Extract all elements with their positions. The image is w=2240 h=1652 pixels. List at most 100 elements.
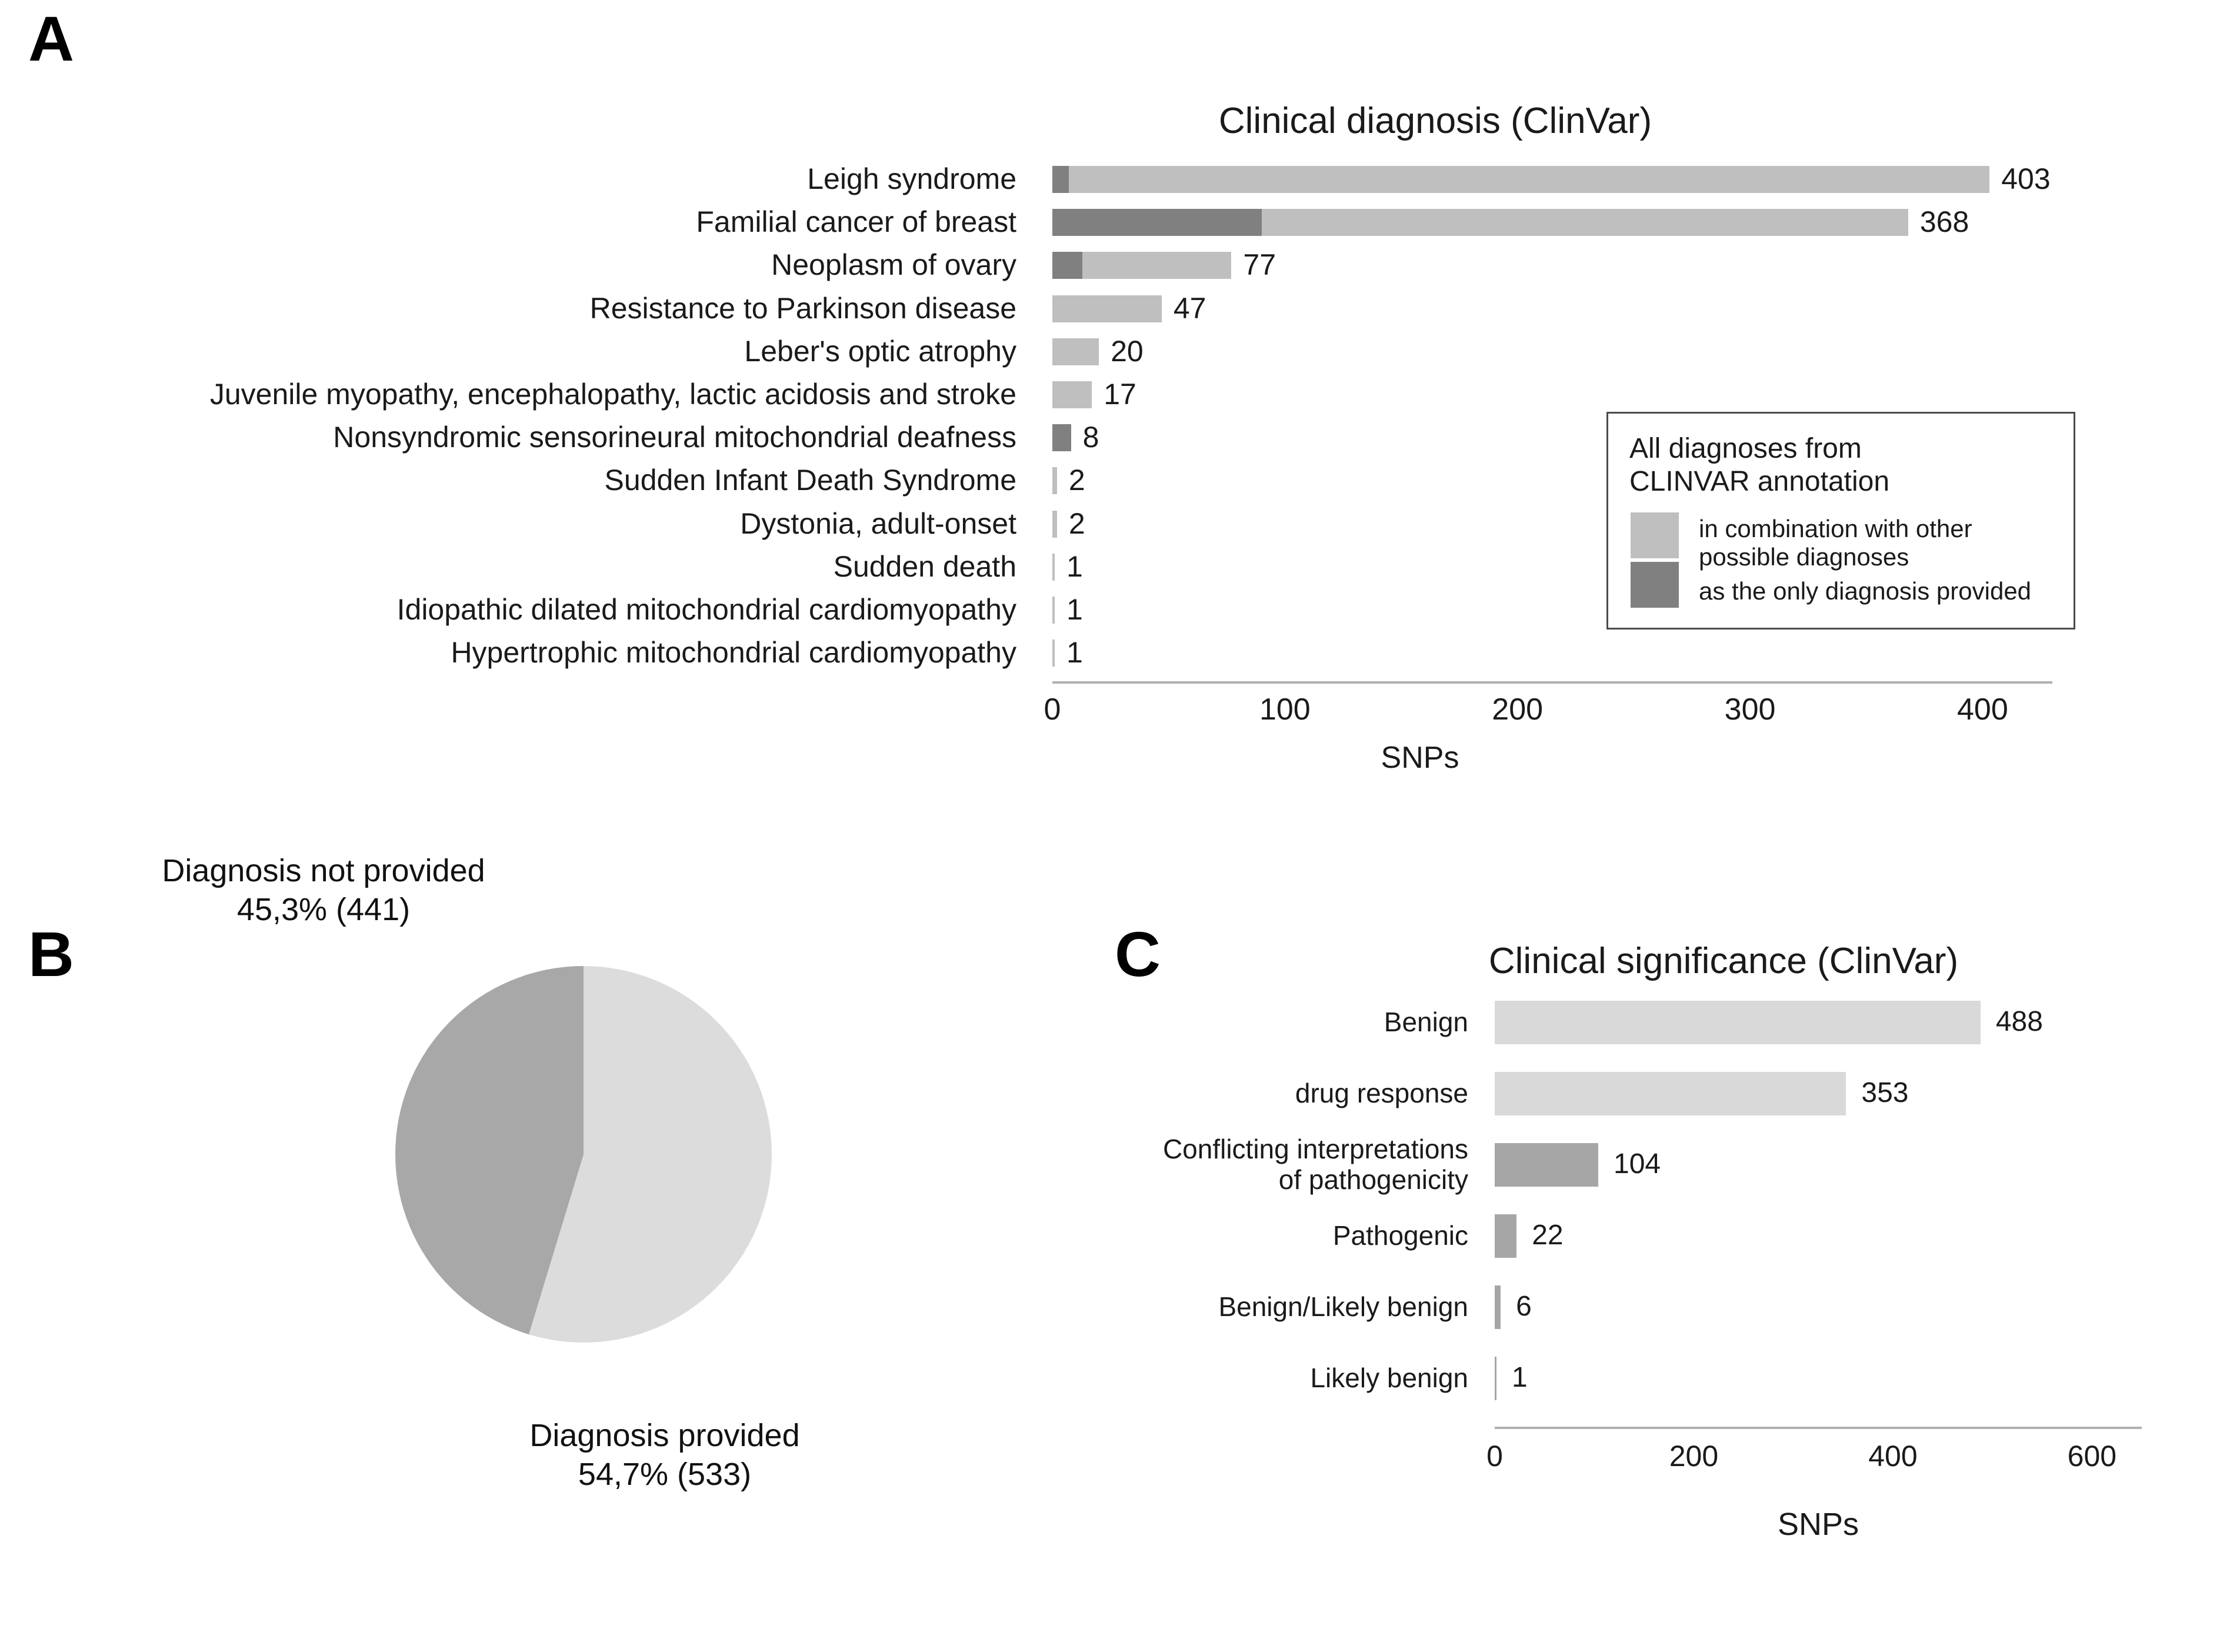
panel-a-bar-segment-combination xyxy=(1052,510,1057,538)
legend-label-only-diagnosis: as the only diagnosis provided xyxy=(1699,577,2032,605)
panel-a-bar xyxy=(1052,553,1055,581)
panel-a-bar-segment-only-diagnosis xyxy=(1052,424,1071,452)
panel-a-bar-value: 2 xyxy=(1068,464,1085,497)
panel-c-x-axis-line xyxy=(1495,1427,2142,1429)
panel-c-bar-value: 353 xyxy=(1861,1077,1909,1108)
pie-chart xyxy=(395,966,772,1343)
panel-c-x-axis-title: SNPs xyxy=(1777,1507,1859,1542)
panel-a-title: Clinical diagnosis (ClinVar) xyxy=(1218,101,1652,141)
panel-a-x-tick: 100 xyxy=(1259,692,1311,727)
panel-b: B Diagnosis not provided 45,3% (441) Dia… xyxy=(0,818,1118,1652)
panel-a-bar xyxy=(1052,295,1162,322)
panel-a-bar-segment-combination xyxy=(1052,381,1092,408)
panel-a-x-tick: 0 xyxy=(1044,692,1061,727)
panel-a-category-label: Hypertrophic mitochondrial cardiomyopath… xyxy=(451,636,1016,670)
panel-a-bar-segment-combination xyxy=(1261,209,1908,237)
panel-a-x-tick: 200 xyxy=(1492,692,1544,727)
panel-a-bar-segment-combination xyxy=(1082,252,1232,279)
panel-c-category-label: Benign xyxy=(1384,1007,1468,1037)
panel-c-bar xyxy=(1495,1285,1501,1329)
panel-a-bar xyxy=(1052,209,1908,237)
panel-a-legend: All diagnoses from CLINVAR annotation in… xyxy=(1606,412,2075,630)
panel-a-bar-value: 8 xyxy=(1082,421,1099,454)
pie-label-diagnosis-not-provided: Diagnosis not provided 45,3% (441) xyxy=(162,853,485,927)
panel-a-x-tick: 300 xyxy=(1724,692,1776,727)
panel-c-bar xyxy=(1495,1357,1496,1400)
panel-a-category-label: Leigh syndrome xyxy=(807,162,1016,195)
legend-label-combination: in combination with other possible diagn… xyxy=(1699,515,1972,571)
panel-a-bar-segment-only-diagnosis xyxy=(1052,252,1083,279)
legend-title: All diagnoses from CLINVAR annotation xyxy=(1629,433,1890,497)
panel-a-bar-segment-combination xyxy=(1052,597,1055,624)
panel-c-bar xyxy=(1495,1072,1846,1115)
panel-c-bar-value: 1 xyxy=(1512,1362,1528,1393)
panel-a-category-label: Juvenile myopathy, encephalopathy, lacti… xyxy=(209,378,1016,411)
panel-a-x-tick: 400 xyxy=(1957,692,2008,727)
panel-a-bar-value: 20 xyxy=(1111,334,1144,368)
panel-a-category-label: Dystonia, adult-onset xyxy=(740,507,1016,540)
panel-b-letter: B xyxy=(28,918,74,990)
panel-c-letter: C xyxy=(1115,918,1161,990)
panel-a: A Clinical diagnosis (ClinVar) Leigh syn… xyxy=(0,0,2240,818)
panel-c-bar-value: 104 xyxy=(1614,1148,1661,1180)
panel-c-category-label: Conflicting interpretations of pathogeni… xyxy=(1162,1134,1468,1195)
panel-a-category-label: Sudden death xyxy=(833,549,1016,583)
panel-a-bar-value: 403 xyxy=(2001,162,2051,195)
panel-a-bar-segment-combination xyxy=(1052,338,1099,365)
panel-c-title: Clinical significance (ClinVar) xyxy=(1488,941,1959,981)
panel-a-bar-value: 77 xyxy=(1243,248,1276,282)
panel-a-bar-segment-combination xyxy=(1052,553,1055,581)
panel-c-category-label: Pathogenic xyxy=(1332,1220,1468,1251)
panel-a-x-axis-line xyxy=(1052,681,2052,684)
panel-a-bar xyxy=(1052,424,1071,452)
panel-c-x-tick: 200 xyxy=(1669,1440,1719,1473)
panel-a-bar-value: 1 xyxy=(1066,636,1083,670)
panel-a-bar-value: 17 xyxy=(1104,378,1136,411)
panel-a-bar xyxy=(1052,640,1055,667)
panel-a-bar-value: 368 xyxy=(1919,205,1969,239)
panel-a-bar-value: 2 xyxy=(1068,507,1085,540)
panel-a-bar-segment-combination xyxy=(1052,467,1057,495)
panel-a-bar xyxy=(1052,597,1055,624)
panel-c-x-tick: 0 xyxy=(1486,1440,1503,1473)
panel-c-category-label: Benign/Likely benign xyxy=(1218,1291,1468,1322)
panel-a-category-label: Nonsyndromic sensorineural mitochondrial… xyxy=(333,421,1016,454)
panel-c-plot-area xyxy=(1495,997,2142,1427)
panel-c-category-label: drug response xyxy=(1295,1078,1468,1108)
panel-a-bar xyxy=(1052,252,1232,279)
panel-a-bar xyxy=(1052,510,1057,538)
panel-a-category-label: Neoplasm of ovary xyxy=(771,248,1016,282)
panel-a-plot-area xyxy=(1052,164,2052,681)
panel-c-x-tick: 600 xyxy=(2067,1440,2117,1473)
panel-a-bar-value: 1 xyxy=(1066,593,1083,626)
pie-slices xyxy=(395,966,772,1343)
panel-c-bar-value: 6 xyxy=(1516,1291,1532,1322)
panel-a-bar-segment-only-diagnosis xyxy=(1052,209,1262,237)
panel-a-bar-segment-combination xyxy=(1052,640,1055,667)
panel-a-category-label: Leber's optic atrophy xyxy=(744,334,1016,368)
panel-c: C Clinical significance (ClinVar) Benign… xyxy=(1115,818,2240,1652)
legend-swatch-combination xyxy=(1631,512,1679,558)
panel-a-x-axis-title: SNPs xyxy=(1381,741,1459,775)
panel-c-bar xyxy=(1495,1214,1517,1258)
panel-a-bar xyxy=(1052,166,1990,193)
panel-a-bar xyxy=(1052,467,1057,495)
panel-a-category-label: Familial cancer of breast xyxy=(696,205,1016,239)
panel-a-bar-segment-combination xyxy=(1052,295,1162,322)
panel-a-letter: A xyxy=(28,3,74,74)
panel-a-category-label: Idiopathic dilated mitochondrial cardiom… xyxy=(396,593,1016,626)
panel-c-bar xyxy=(1495,1143,1598,1187)
panel-c-category-label: Likely benign xyxy=(1310,1363,1468,1393)
panel-a-bar xyxy=(1052,381,1092,408)
panel-a-category-label: Resistance to Parkinson disease xyxy=(589,291,1016,325)
panel-a-bar-segment-only-diagnosis xyxy=(1052,166,1069,193)
panel-a-bar-value: 47 xyxy=(1173,291,1206,325)
pie-label-diagnosis-provided: Diagnosis provided 54,7% (533) xyxy=(529,1418,800,1492)
panel-a-bar xyxy=(1052,338,1099,365)
legend-swatch-only-diagnosis xyxy=(1631,562,1679,608)
panel-c-x-tick: 400 xyxy=(1868,1440,1918,1473)
panel-c-bar-value: 488 xyxy=(1995,1006,2043,1037)
panel-a-category-label: Sudden Infant Death Syndrome xyxy=(604,464,1016,497)
